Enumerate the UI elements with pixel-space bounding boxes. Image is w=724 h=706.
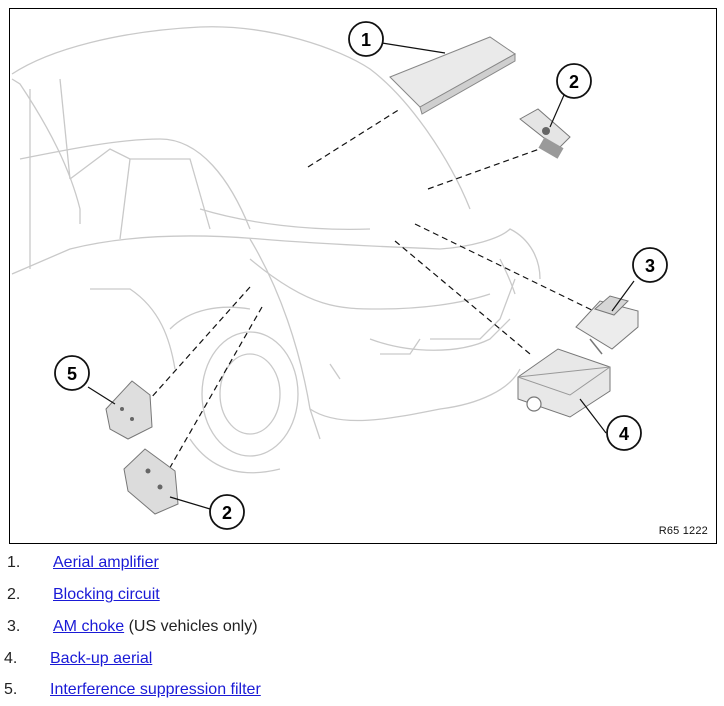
link-aerial-amplifier[interactable]: Aerial amplifier (53, 554, 159, 571)
legend-number: 5. (4, 681, 18, 698)
legend-suffix: (US vehicles only) (124, 618, 258, 635)
interference-filter-part (105, 380, 153, 440)
legend-number: 2. (7, 586, 21, 603)
blocking-circuit-part-top (519, 108, 571, 159)
callout-2-bottom: 2 (222, 503, 232, 523)
am-choke-part (575, 295, 639, 355)
legend-number: 3. (7, 618, 21, 635)
legend-number: 4. (4, 650, 18, 667)
callout-2-top: 2 (569, 72, 579, 92)
callout-circles: 1 2 3 4 5 2 (54, 21, 668, 530)
figure-reference: R65 1222 (658, 525, 708, 537)
parts-diagram: 1 2 3 4 5 2 R65 1222 (9, 8, 717, 544)
car-illustration: 1 2 3 4 5 2 (11, 21, 668, 530)
link-interference-suppression-filter[interactable]: Interference suppression filter (50, 681, 261, 698)
legend-number: 1. (7, 554, 21, 571)
link-back-up-aerial[interactable]: Back-up aerial (50, 650, 153, 667)
link-blocking-circuit[interactable]: Blocking circuit (53, 586, 160, 603)
back-up-aerial-part (517, 348, 611, 418)
connector-lines (149, 108, 601, 472)
callout-3: 3 (645, 256, 655, 276)
aerial-amplifier-part (389, 36, 516, 115)
car-outline (11, 26, 541, 474)
callout-5: 5 (67, 364, 77, 384)
callout-1: 1 (361, 30, 371, 50)
callout-leaders (87, 42, 635, 510)
blocking-circuit-part-bottom (123, 448, 179, 515)
callout-4: 4 (619, 424, 629, 444)
link-am-choke[interactable]: AM choke (53, 618, 125, 635)
